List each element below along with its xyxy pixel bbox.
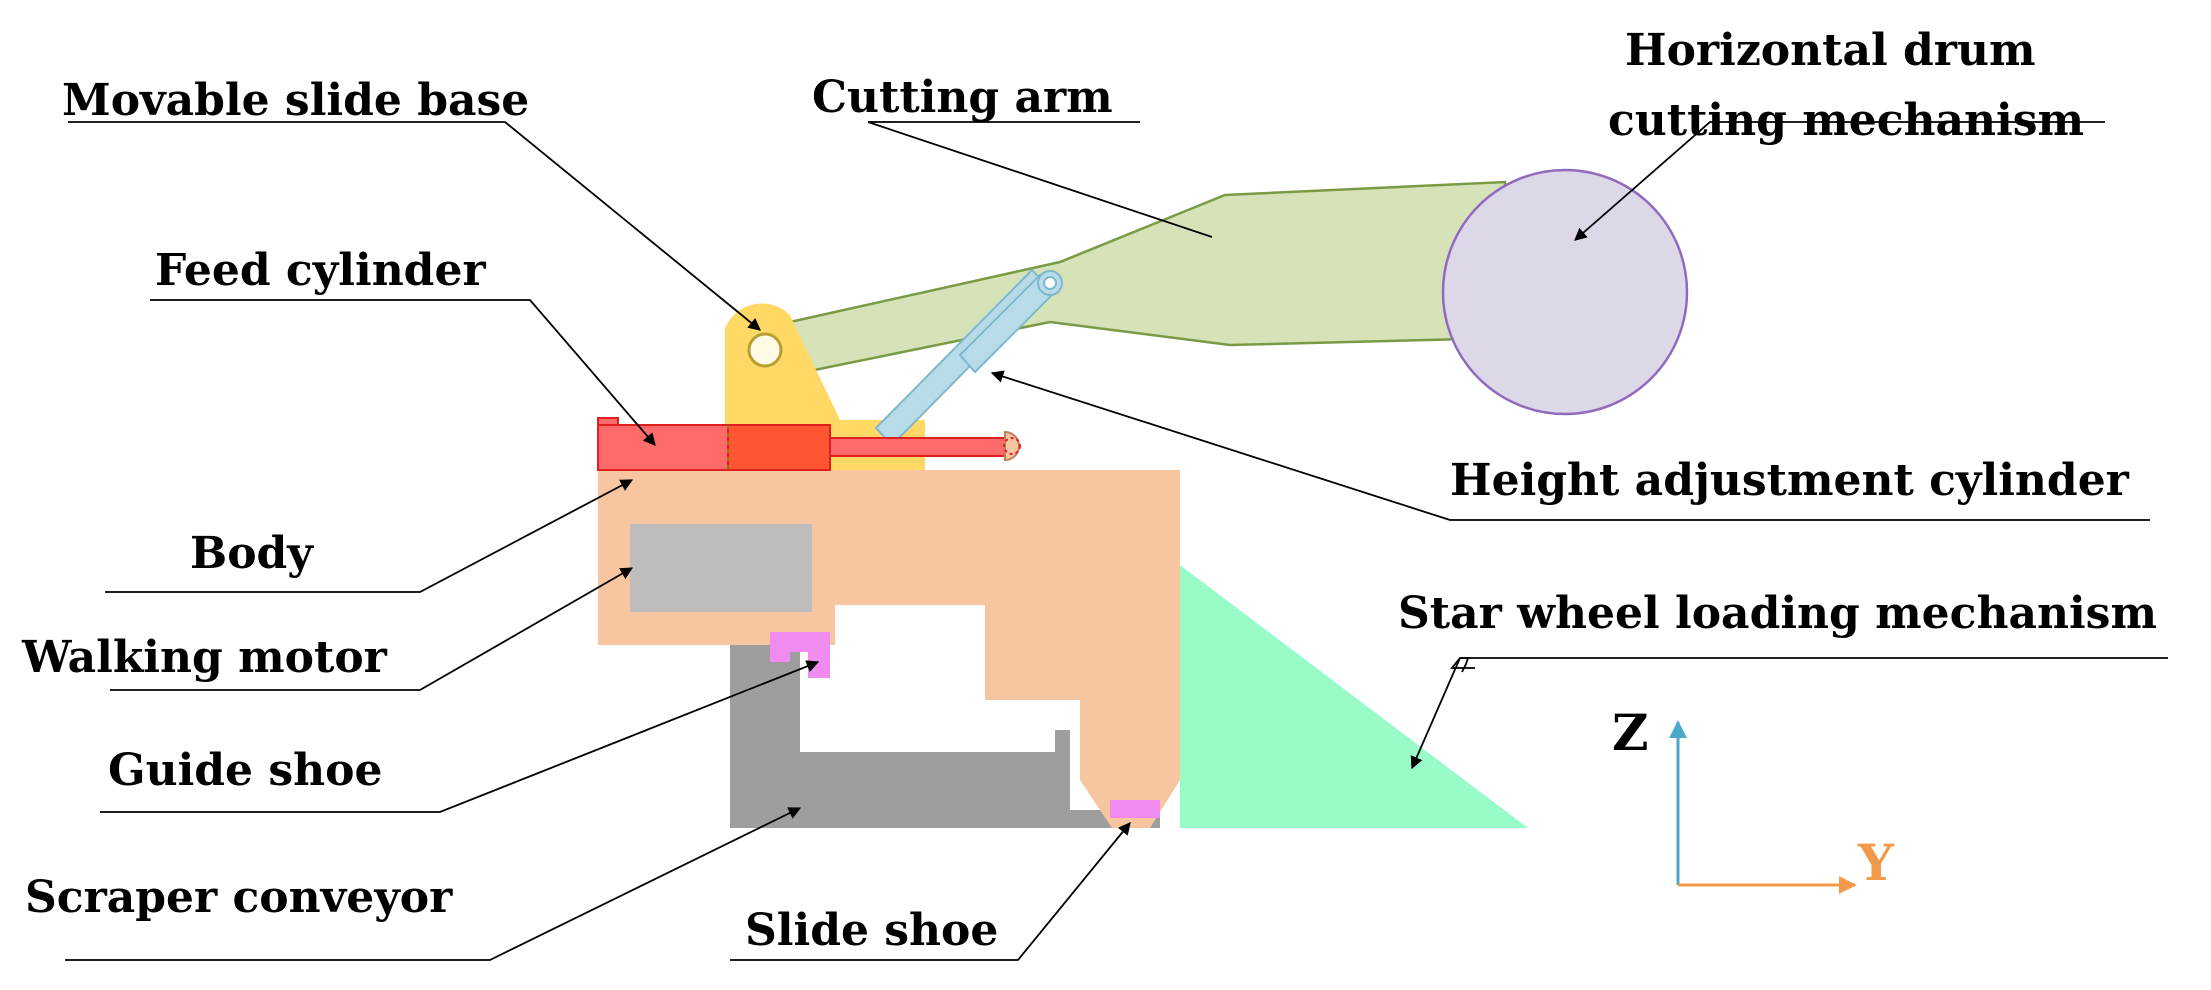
label-horizontal-drum-line2: cutting mechanism	[1608, 95, 2084, 146]
label-body: Body	[190, 528, 314, 579]
label-horizontal-drum-line1: Horizontal drum	[1625, 25, 2036, 76]
cutting-arm	[788, 180, 1507, 377]
y-axis-label: Y	[1857, 833, 1895, 892]
coordinate-axes: Z Y	[1612, 703, 1895, 894]
label-guide-shoe: Guide shoe	[108, 745, 382, 796]
label-cutting-arm: Cutting arm	[812, 72, 1113, 123]
star-wheel-loading-mechanism	[1180, 565, 1528, 828]
horizontal-drum-cutting-mechanism	[1441, 168, 1689, 416]
height-adjustment-cylinder	[874, 268, 1063, 447]
slide-base-pivot	[747, 332, 783, 368]
z-axis-label: Z	[1612, 703, 1649, 762]
leader-lines	[65, 121, 2168, 961]
label-star-wheel-loading-mechanism: Star wheel loading mechanism	[1398, 588, 2157, 639]
label-slide-shoe: Slide shoe	[745, 905, 998, 956]
walking-motor	[630, 524, 812, 612]
feed-cylinder	[597, 417, 1021, 471]
slide-shoe	[1110, 800, 1160, 818]
scraper-conveyor	[730, 645, 1160, 828]
label-walking-motor: Walking motor	[21, 632, 388, 683]
label-feed-cylinder: Feed cylinder	[155, 245, 486, 296]
label-scraper-conveyor: Scraper conveyor	[25, 872, 453, 923]
label-movable-slide-base: Movable slide base	[62, 75, 529, 126]
label-height-adjustment-cylinder: Height adjustment cylinder	[1450, 455, 2130, 506]
